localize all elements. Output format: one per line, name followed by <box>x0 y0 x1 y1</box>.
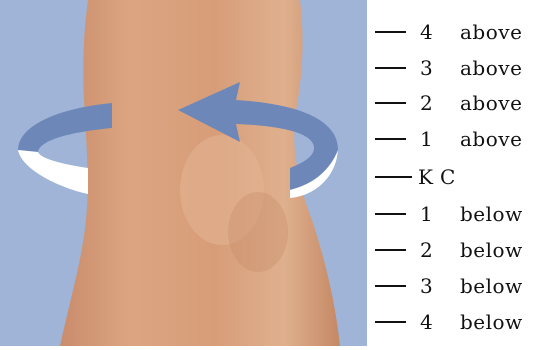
tick-3-above <box>375 67 406 69</box>
level-word-4-above: above <box>460 21 522 43</box>
level-num-4-above: 4 <box>420 21 433 43</box>
level-label-k: K <box>418 166 433 188</box>
level-num-4-below: 4 <box>420 311 433 333</box>
tick-1-below <box>375 213 406 215</box>
level-word-3-above: above <box>460 57 522 79</box>
tick-4-above <box>375 31 406 33</box>
level-num-2-above: 2 <box>420 92 433 114</box>
level-num-3-below: 3 <box>420 275 433 297</box>
level-word-2-above: above <box>460 92 522 114</box>
tick-2-above <box>375 102 406 104</box>
level-num-2-below: 2 <box>420 239 433 261</box>
level-word-3-below: below <box>460 275 523 297</box>
tick-3-below <box>375 285 406 287</box>
level-word-4-below: below <box>460 311 523 333</box>
level-word-1-below: below <box>460 203 523 225</box>
level-num-1-above: 1 <box>420 128 433 150</box>
tick-2-below <box>375 249 406 251</box>
tick-knee-centre <box>375 176 412 178</box>
tick-4-below <box>375 321 406 323</box>
level-label-c: C <box>440 166 456 188</box>
level-word-2-below: below <box>460 239 523 261</box>
level-num-3-above: 3 <box>420 57 433 79</box>
level-num-1-below: 1 <box>420 203 433 225</box>
tick-1-above <box>375 138 406 140</box>
level-word-1-above: above <box>460 128 522 150</box>
